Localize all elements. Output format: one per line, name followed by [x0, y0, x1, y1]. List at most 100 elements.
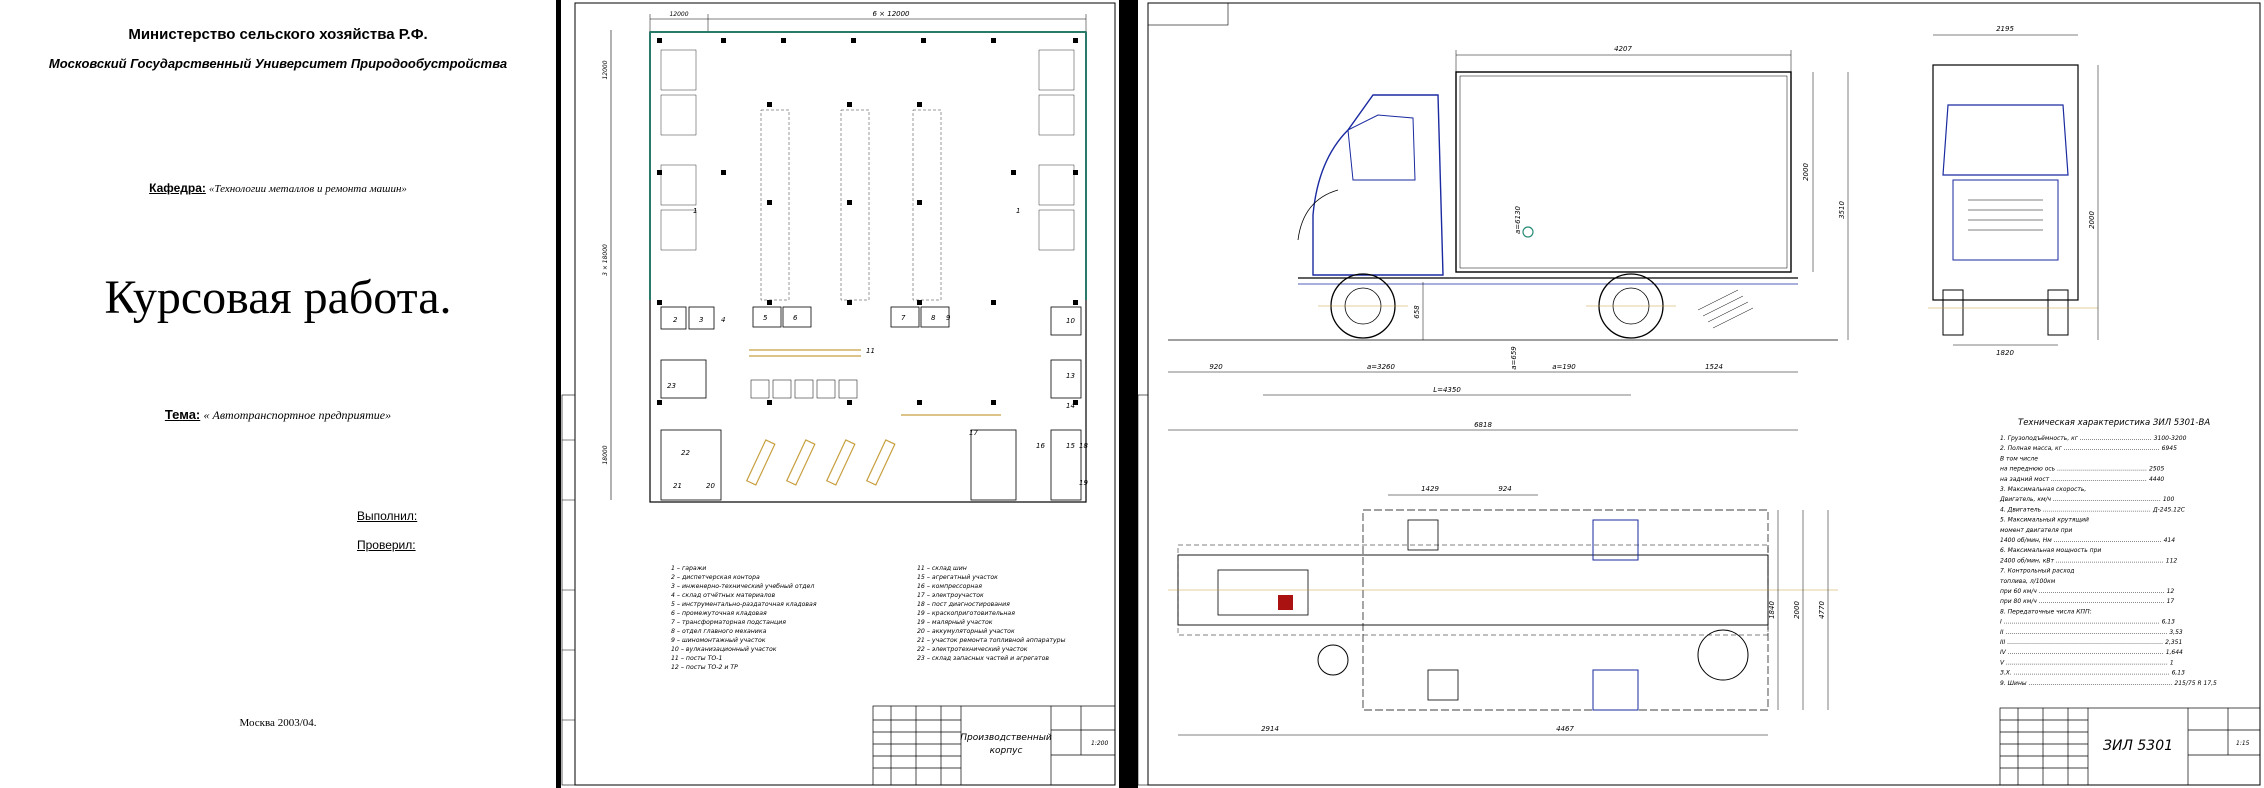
university-name: Московский Государственный Университет П…: [48, 56, 508, 71]
zone-label: 10: [1066, 317, 1075, 325]
legend-item: 4 – склад отчётных материалов: [671, 591, 775, 599]
dim-side-bottom: 18000: [602, 445, 609, 464]
stamp-title-line1: Производственный: [960, 733, 1052, 743]
zone-label: 21: [673, 482, 682, 490]
spec-list: 1. Грузоподъёмность, кг ……………………………… 310…: [1999, 435, 2217, 687]
topic-value: « Автотранспортное предприятие»: [203, 408, 392, 422]
dim-chassis-length: L=4350: [1433, 386, 1461, 394]
spec-line: 7. Контрольный расход: [2000, 568, 2074, 575]
legend-item: 22 – электротехнический участок: [917, 646, 1028, 653]
checked-by-label: Проверил:: [357, 538, 416, 552]
spec-line: 1. Грузоподъёмность, кг ……………………………… 310…: [2000, 435, 2187, 442]
zone-label: 17: [969, 429, 978, 437]
topic-line: Тема: « Автотранспортное предприятие»: [0, 407, 556, 423]
spec-line: 8. Передаточные числа КПП:: [2000, 608, 2092, 615]
spec-line: 2. Полная масса, кг ………………………………………… 694…: [2000, 445, 2177, 452]
zone-label: 8: [931, 314, 936, 322]
spec-line: 5. Максимальный крутящий: [2000, 517, 2089, 524]
spec-line: на переднюю ось ……………………………………… 2505: [2000, 466, 2164, 473]
spec-line: топлива, л/100км: [2000, 578, 2056, 585]
dim-plan-7: 4770: [1818, 601, 1826, 619]
dim-front-width: 2195: [1996, 25, 2014, 33]
spec-line: I …………………………………………………………………… 6,13: [2000, 619, 2175, 626]
truck-side-view: 4207 2000 3510 658 920 a=3260 a=190 1524…: [1168, 45, 1849, 431]
legend-item: 11 – склад шин: [917, 565, 967, 572]
room-legend-right: 11 – склад шин 15 – агрегатный участок 1…: [917, 565, 1066, 662]
dim-axle-b: a=190: [1552, 363, 1576, 371]
spec-line: V ……………………………………………………………………… 1: [2000, 659, 2174, 666]
dim-top-left: 12000: [669, 11, 688, 18]
dim-frame-height: 658: [1413, 305, 1421, 319]
spec-line: IV …………………………………………………………………… 1,644: [2000, 649, 2183, 656]
spec-line: 6. Максимальная мощность при: [2000, 547, 2101, 554]
dim-plan-5: 1840: [1768, 601, 1776, 619]
department-value: «Технологии металлов и ремонта машин»: [208, 183, 407, 195]
topic-label: Тема:: [164, 407, 201, 422]
floor-plan-drawing: 12000 6 × 12000 12000 3 × 18000 18000: [561, 2, 1116, 786]
zone-label: 16: [1036, 442, 1045, 450]
dim-side-top: 12000: [602, 60, 609, 79]
spec-line: 1400 об/мин, Нм ……………………………………………… 414: [2000, 537, 2175, 544]
legend-item: 12 – посты ТО-2 и ТР: [671, 664, 738, 671]
spec-line: Двигатель, км/ч ……………………………………………… 100: [1999, 496, 2174, 503]
dim-front-overhang: 920: [1209, 363, 1223, 371]
legend-item: 21 – участок ремонта топливной аппаратур…: [917, 637, 1066, 644]
legend-item: 16 – компрессорная: [917, 583, 982, 590]
performed-by-label: Выполнил:: [357, 509, 418, 523]
spec-line: 3. Максимальная скорость,: [2000, 486, 2086, 493]
dim-front-height: 2000: [2088, 211, 2096, 229]
spec-line: при 60 км/ч ……………………………………………………… 12: [2000, 588, 2174, 595]
zone-label: 7: [901, 314, 906, 322]
legend-item: 15 – агрегатный участок: [917, 574, 998, 581]
dim-rear-overhang: 1524: [1705, 363, 1723, 371]
dim-wheelbase: a=3260: [1367, 363, 1396, 371]
truck-drawing-sheet: 4207 2000 3510 658 920 a=3260 a=190 1524…: [1138, 0, 2264, 788]
dim-plan-3: 2914: [1261, 725, 1279, 733]
spec-line: 9. Шины ……………………………………………………………… 215/75 …: [2000, 680, 2217, 687]
dim-axle-c: a=659: [1510, 346, 1518, 370]
dim-axle-a: a=6130: [1514, 205, 1522, 234]
dim-overall-height: 3510: [1838, 201, 1846, 219]
spec-line: при 80 км/ч ……………………………………………………… 17: [2000, 598, 2174, 605]
legend-item: 7 – трансформаторная подстанция: [671, 619, 786, 626]
dim-side-mid: 3 × 18000: [602, 244, 609, 276]
dim-plan-1: 1429: [1421, 485, 1439, 493]
spec-line: В том числе: [2000, 455, 2038, 462]
zone-label: 19: [1079, 479, 1088, 487]
plan-title-block: [872, 705, 1116, 786]
legend-item: 3 – инженерно-технический учебный отдел: [671, 582, 814, 590]
truck-plan-view: 1429 924 2914 4467 1840 2000 4770: [1168, 485, 1838, 736]
zone-label: 11: [866, 347, 875, 355]
title-page: Министерство сельского хозяйства Р.Ф. Мо…: [0, 0, 556, 788]
spec-line: на задний мост ………………………………………… 4440: [2000, 476, 2164, 483]
zone-label: 1: [693, 207, 697, 215]
stamp-scale: 1:200: [1091, 740, 1108, 747]
spec-line: II ……………………………………………………………………… 3,53: [2000, 629, 2183, 636]
spec-line: 4. Двигатель ……………………………………………… Д-245.12…: [2000, 506, 2186, 513]
spec-line: 2400 об/мин, кВт ……………………………………………… 112: [2000, 557, 2177, 564]
dim-overall-length: 6818: [1474, 421, 1492, 429]
zone-label: 3: [699, 316, 703, 324]
zone-label: 4: [721, 316, 725, 324]
zone-label: 2: [673, 316, 678, 324]
legend-item: 2 – диспетчерская контора: [671, 574, 760, 581]
stamp-title-line2: корпус: [990, 746, 1023, 756]
spec-line: З.Х. …………………………………………………………………… 6,13: [2000, 670, 2185, 677]
legend-item: 19 – малярный участок: [917, 619, 993, 626]
zone-label: 5: [763, 314, 768, 322]
dim-plan-4: 4467: [1556, 725, 1574, 733]
department-label: Кафедра:: [149, 181, 206, 195]
dim-cargo-height: 2000: [1802, 163, 1810, 181]
zone-label: 15: [1066, 442, 1075, 450]
zone-label: 9: [946, 314, 951, 322]
truck-front-view: 2195 2000 1820: [1928, 25, 2099, 357]
truck-drawing: 4207 2000 3510 658 920 a=3260 a=190 1524…: [1138, 2, 2261, 786]
truck-title-block: [1999, 707, 2261, 786]
zone-label: 1: [1016, 207, 1020, 215]
legend-item: 10 – вулканизационный участок: [671, 646, 777, 653]
dim-front-track: 1820: [1996, 349, 2014, 357]
zone-label: 6: [793, 314, 798, 322]
zone-label: 18: [1079, 442, 1088, 450]
dim-top-span: 6 × 12000: [872, 10, 910, 18]
legend-item: 1 – гаражи: [671, 565, 706, 572]
